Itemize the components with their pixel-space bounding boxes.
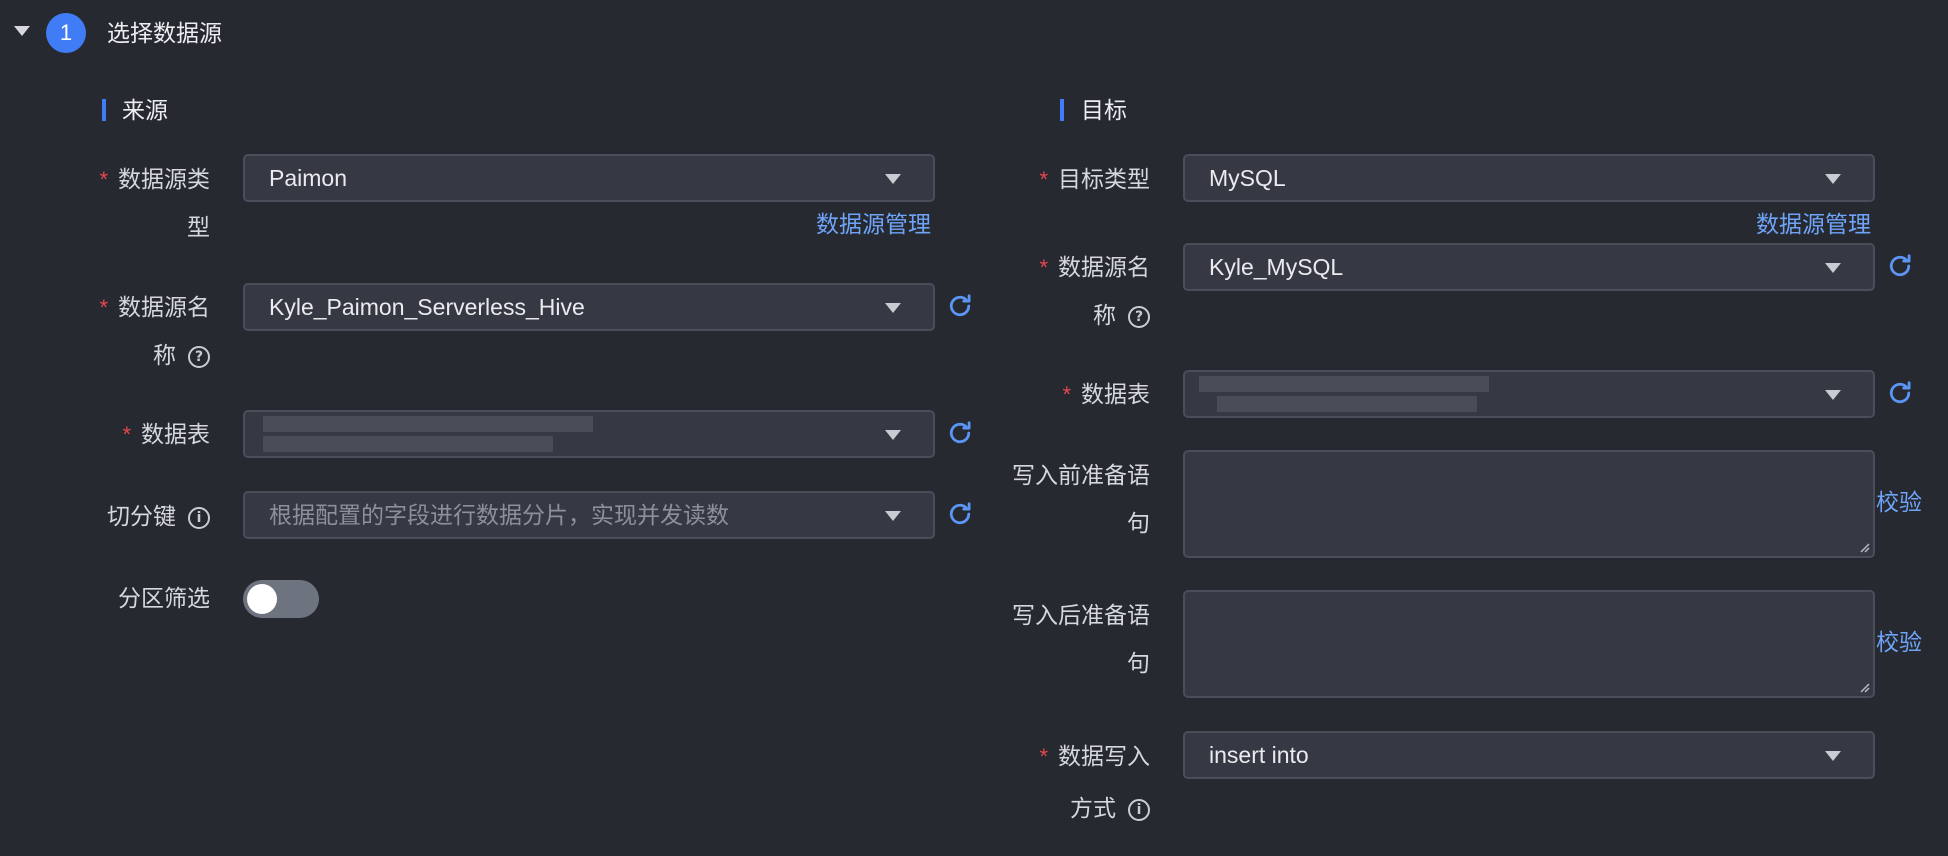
- caret-down-icon: [1825, 390, 1841, 400]
- write-mode-value: insert into: [1209, 742, 1309, 768]
- pre-sql-textarea[interactable]: [1183, 450, 1875, 558]
- target-name-select[interactable]: Kyle_MySQL: [1183, 243, 1875, 291]
- refresh-icon[interactable]: [946, 419, 974, 447]
- target-table-label: *数据表: [1062, 381, 1150, 407]
- source-type-value: Paimon: [269, 165, 347, 191]
- source-group-marker: [102, 99, 106, 121]
- redacted-text: [263, 436, 553, 452]
- write-mode-select[interactable]: insert into: [1183, 731, 1875, 779]
- collapse-caret-icon[interactable]: [14, 26, 30, 36]
- post-sql-label-wrap: 句: [1127, 650, 1150, 676]
- pre-sql-validate-link[interactable]: 校验: [1876, 489, 1922, 515]
- caret-down-icon: [1825, 751, 1841, 761]
- source-type-label: *数据源类: [99, 166, 210, 192]
- post-sql-validate-link[interactable]: 校验: [1876, 629, 1922, 655]
- toggle-knob: [247, 584, 277, 614]
- question-circle-icon[interactable]: ?: [188, 345, 210, 368]
- post-sql-textarea[interactable]: [1183, 590, 1875, 698]
- required-mark: *: [1039, 255, 1048, 280]
- caret-down-icon: [885, 174, 901, 184]
- post-sql-label: 写入后准备语: [1012, 602, 1150, 628]
- pre-sql-label: 写入前准备语: [1012, 462, 1150, 488]
- required-mark: *: [99, 167, 108, 192]
- source-name-label: *数据源名: [99, 294, 210, 320]
- target-name-label-wrap: 称?: [980, 291, 1150, 339]
- caret-down-icon: [885, 303, 901, 313]
- pre-sql-label-wrap: 句: [1127, 510, 1150, 536]
- info-circle-icon[interactable]: i: [1128, 798, 1150, 821]
- refresh-icon[interactable]: [946, 500, 974, 528]
- required-mark: *: [99, 295, 108, 320]
- question-circle-icon[interactable]: ?: [1128, 305, 1150, 328]
- resize-grip-icon[interactable]: [1858, 681, 1870, 693]
- target-group-marker: [1060, 99, 1064, 121]
- target-manage-link[interactable]: 数据源管理: [1756, 211, 1871, 237]
- target-name-value: Kyle_MySQL: [1209, 254, 1344, 280]
- redacted-text: [263, 416, 593, 432]
- step-number-badge: 1: [46, 13, 86, 53]
- refresh-icon[interactable]: [1886, 379, 1914, 407]
- redacted-text: [1217, 396, 1477, 412]
- source-table-label: *数据表: [122, 421, 210, 447]
- source-name-value: Kyle_Paimon_Serverless_Hive: [269, 294, 585, 320]
- required-mark: *: [1039, 167, 1048, 192]
- section-header: 1 选择数据源: [0, 0, 1948, 66]
- target-type-value: MySQL: [1209, 165, 1286, 191]
- resize-grip-icon[interactable]: [1858, 541, 1870, 553]
- caret-down-icon: [885, 511, 901, 521]
- partition-filter-toggle[interactable]: [243, 580, 319, 618]
- required-mark: *: [122, 422, 131, 447]
- source-group-title: 来源: [122, 97, 168, 123]
- refresh-icon[interactable]: [946, 292, 974, 320]
- info-circle-icon[interactable]: i: [188, 506, 210, 529]
- split-key-select[interactable]: 根据配置的字段进行数据分片，实现并发读数: [243, 491, 935, 539]
- source-name-label-wrap: 称?: [40, 331, 210, 379]
- write-mode-label: *数据写入: [1039, 743, 1150, 769]
- source-type-label-wrap: 型: [187, 214, 210, 240]
- target-table-select[interactable]: [1183, 370, 1875, 418]
- caret-down-icon: [1825, 263, 1841, 273]
- redacted-text: [1199, 376, 1489, 392]
- caret-down-icon: [1825, 174, 1841, 184]
- source-type-select[interactable]: Paimon: [243, 154, 935, 202]
- required-mark: *: [1062, 382, 1071, 407]
- partition-filter-label: 分区筛选: [118, 585, 210, 611]
- source-table-select[interactable]: [243, 410, 935, 458]
- target-type-select[interactable]: MySQL: [1183, 154, 1875, 202]
- refresh-icon[interactable]: [1886, 252, 1914, 280]
- caret-down-icon: [885, 430, 901, 440]
- required-mark: *: [1039, 744, 1048, 769]
- target-type-label: *目标类型: [1039, 166, 1150, 192]
- source-name-select[interactable]: Kyle_Paimon_Serverless_Hive: [243, 283, 935, 331]
- source-manage-link[interactable]: 数据源管理: [816, 211, 931, 237]
- split-key-placeholder: 根据配置的字段进行数据分片，实现并发读数: [269, 502, 729, 528]
- target-name-label: *数据源名: [1039, 254, 1150, 280]
- section-title: 选择数据源: [107, 20, 222, 46]
- target-group-title: 目标: [1081, 97, 1127, 123]
